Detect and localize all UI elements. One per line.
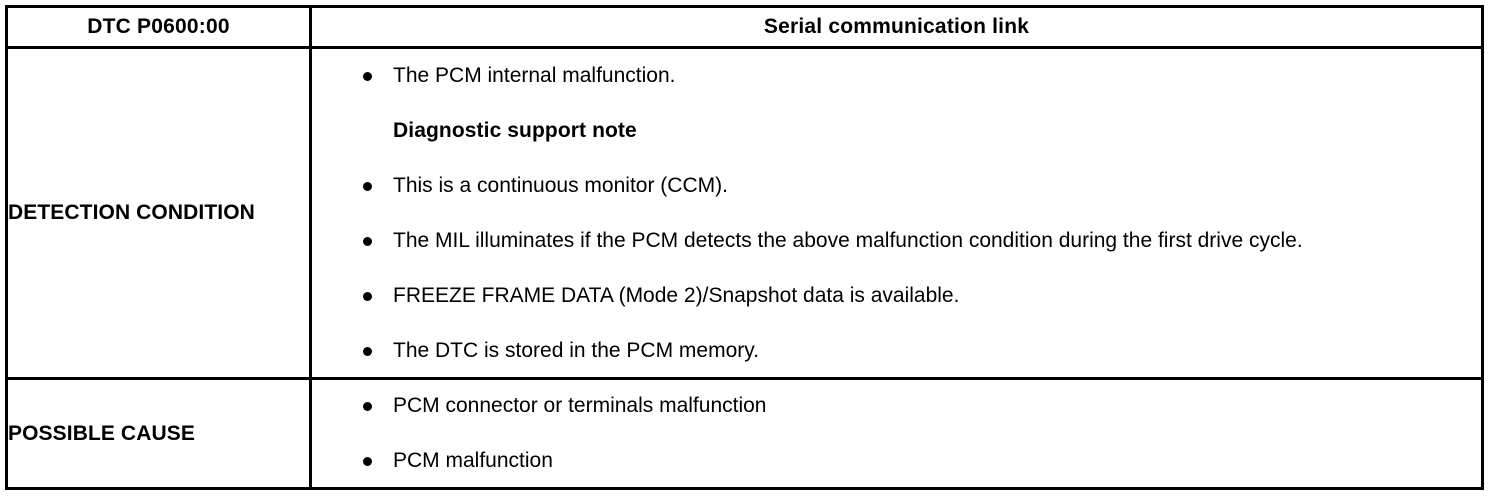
possible-cause-content-cell: PCM connector or terminals malfunction P… <box>309 377 1484 490</box>
dtc-title-header-cell: Serial communication link <box>309 5 1484 49</box>
list-item-text: The MIL illuminates if the PCM detects t… <box>393 229 1303 252</box>
dtc-diagnostic-table: DTC P0600:00 Serial communication link D… <box>5 5 1484 490</box>
detection-condition-content-cell: The PCM internal malfunction. Diagnostic… <box>309 46 1484 380</box>
bullet-icon <box>363 347 372 356</box>
list-item-text: PCM malfunction <box>393 449 553 472</box>
table-header-row: DTC P0600:00 Serial communication link <box>5 5 1484 49</box>
list-item: FREEZE FRAME DATA (Mode 2)/Snapshot data… <box>312 281 1471 310</box>
diagnostic-support-note-heading: Diagnostic support note <box>393 119 637 142</box>
bullet-icon <box>363 237 372 246</box>
list-item: The MIL illuminates if the PCM detects t… <box>312 226 1471 255</box>
row-label-possible-cause: POSSIBLE CAUSE <box>5 377 312 490</box>
bullet-icon <box>363 292 372 301</box>
list-item-text: This is a continuous monitor (CCM). <box>393 174 728 197</box>
bullet-icon <box>363 182 372 191</box>
bullet-icon <box>363 402 372 411</box>
list-item-text: The DTC is stored in the PCM memory. <box>393 339 760 362</box>
table-row: DETECTION CONDITION The PCM internal mal… <box>5 46 1484 380</box>
list-item: PCM malfunction <box>312 446 1471 475</box>
table-row: POSSIBLE CAUSE PCM connector or terminal… <box>5 377 1484 490</box>
row-label-detection-condition: DETECTION CONDITION <box>5 46 312 380</box>
list-item: The DTC is stored in the PCM memory. <box>312 336 1471 365</box>
list-item-text: FREEZE FRAME DATA (Mode 2)/Snapshot data… <box>393 284 960 307</box>
list-item-text: The PCM internal malfunction. <box>393 64 676 87</box>
list-item: PCM connector or terminals malfunction <box>312 391 1471 420</box>
dtc-code-header-cell: DTC P0600:00 <box>5 5 312 49</box>
list-item: The PCM internal malfunction. <box>312 61 1471 90</box>
detection-condition-list: The PCM internal malfunction. Diagnostic… <box>312 49 1481 377</box>
possible-cause-list: PCM connector or terminals malfunction P… <box>312 380 1481 487</box>
list-item: This is a continuous monitor (CCM). <box>312 171 1471 200</box>
bullet-icon <box>363 72 372 81</box>
bullet-icon <box>363 457 372 466</box>
list-item-text: PCM connector or terminals malfunction <box>393 394 767 417</box>
